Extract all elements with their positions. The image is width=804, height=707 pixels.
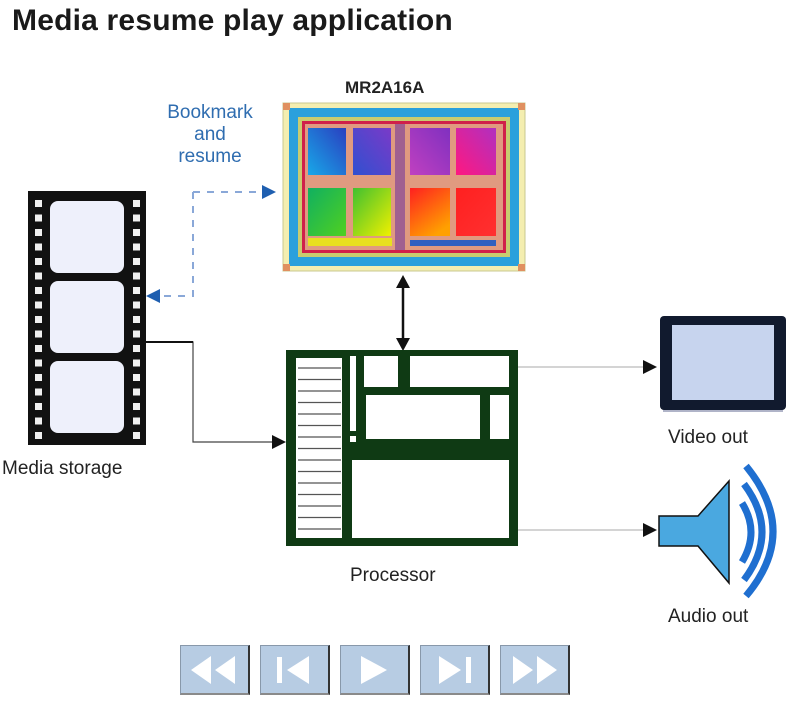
bookmark-line-2: and	[194, 124, 226, 145]
play-icon	[360, 655, 387, 684]
film-strip-icon	[28, 191, 146, 445]
film-sprocket-hole	[35, 301, 42, 309]
film-sprocket-hole	[133, 345, 140, 352]
arrow-to-storage	[146, 289, 160, 303]
storage-to-processor-connector	[146, 341, 286, 449]
next-button[interactable]	[420, 645, 490, 695]
chip-label: MR2A16A	[345, 78, 425, 97]
film-sprocket-hole	[133, 432, 140, 439]
film-sprocket-hole	[133, 272, 140, 280]
film-sprocket-hole	[133, 388, 140, 396]
playback-controls	[180, 645, 570, 695]
film-sprocket-hole	[35, 417, 42, 425]
film-sprocket-hole	[133, 316, 140, 323]
film-sprocket-hole	[35, 359, 42, 367]
film-sprocket-hole	[35, 345, 42, 352]
film-sprocket-hole	[35, 214, 42, 222]
monitor-icon	[660, 316, 786, 412]
rewind-button[interactable]	[180, 645, 250, 695]
film-sprocket-hole	[35, 258, 42, 265]
film-sprocket-hole	[133, 287, 140, 294]
skip-forward-icon	[438, 655, 471, 684]
media-storage-label: Media storage	[2, 458, 123, 479]
film-sprocket-hole	[133, 229, 140, 236]
bookmark-line-1: Bookmark	[167, 102, 253, 123]
previous-button[interactable]	[260, 645, 330, 695]
processor-block	[286, 350, 518, 546]
fast-forward-icon	[512, 655, 557, 684]
processor-to-video-connector	[518, 360, 657, 374]
fast-forward-button[interactable]	[500, 645, 570, 695]
film-sprocket-hole	[133, 330, 140, 338]
film-sprocket-hole	[35, 316, 42, 323]
film-sprocket-hole	[133, 359, 140, 367]
film-sprocket-hole	[35, 388, 42, 396]
film-sprocket-hole	[133, 258, 140, 265]
rewind-icon	[190, 655, 235, 684]
film-sprocket-hole	[35, 432, 42, 439]
arrow-to-chip	[262, 185, 276, 199]
skip-back-icon	[276, 655, 309, 684]
film-sprocket-hole	[35, 403, 42, 410]
processor-to-audio-connector	[518, 523, 657, 537]
bookmark-line-3: resume	[178, 146, 242, 167]
film-sprocket-hole	[35, 374, 42, 381]
film-sprocket-hole	[35, 272, 42, 280]
page-title: Media resume play application	[12, 4, 453, 37]
video-out-label: Video out	[668, 427, 748, 448]
play-button[interactable]	[340, 645, 410, 695]
film-sprocket-hole	[35, 243, 42, 251]
film-sprocket-hole	[133, 243, 140, 251]
film-sprocket-hole	[35, 229, 42, 236]
bookmark-resume-connector	[146, 185, 276, 303]
speaker-icon	[658, 463, 777, 599]
mram-chip	[282, 102, 526, 272]
film-sprocket-hole	[133, 403, 140, 410]
film-sprocket-hole	[133, 417, 140, 425]
film-sprocket-hole	[133, 301, 140, 309]
film-sprocket-hole	[133, 374, 140, 381]
processor-label: Processor	[350, 565, 436, 586]
audio-out-label: Audio out	[668, 606, 749, 627]
film-sprocket-hole	[133, 200, 140, 207]
film-sprocket-hole	[35, 200, 42, 207]
film-sprocket-hole	[35, 287, 42, 294]
bookmark-resume-label: Bookmark and resume	[150, 102, 270, 168]
film-sprocket-hole	[133, 214, 140, 222]
chip-processor-bidirectional-arrow	[396, 275, 410, 351]
film-sprocket-hole	[35, 330, 42, 338]
